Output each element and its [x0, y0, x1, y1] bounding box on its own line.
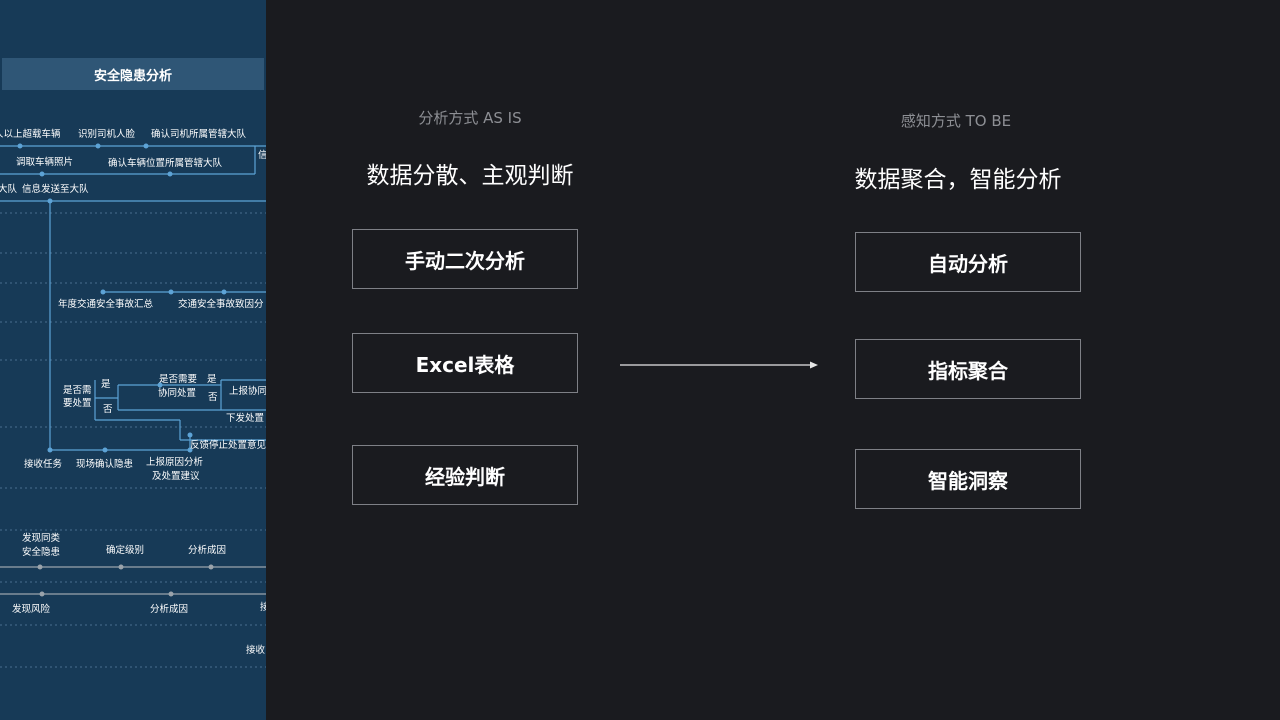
flow-label: 及处置建议	[152, 471, 200, 482]
flow-label: 分析成因	[188, 545, 227, 556]
flow-label: 现场确认隐患	[76, 459, 134, 470]
flow-label: 接收任务	[24, 459, 63, 470]
flow-label: 上报原因分析	[146, 457, 204, 468]
flow-label: 发现风险	[12, 604, 51, 615]
flow-label: 协同处置	[158, 388, 197, 399]
as-is-item-experience: 经验判断	[352, 445, 578, 505]
flow-label: 否	[103, 404, 113, 415]
flow-label: 是	[207, 374, 217, 385]
as-is-item-manual-analysis: 手动二次分析	[352, 229, 578, 289]
flow-label: 下发处置	[226, 413, 265, 424]
panel-header: 安全隐患分析	[2, 58, 264, 90]
flow-lines	[0, 143, 266, 668]
flow-label: 安全隐患	[22, 547, 61, 558]
transition-arrow	[620, 361, 818, 369]
to-be-item-smart-insight: 智能洞察	[855, 449, 1081, 509]
as-is-title: 数据分散、主观判断	[366, 163, 574, 189]
flow-label: 接	[260, 602, 266, 613]
flow-label: 否	[208, 392, 218, 403]
to-be-item-metric-aggregation: 指标聚合	[855, 339, 1081, 399]
flow-label: 发现同类	[22, 533, 61, 544]
flow-label: 信	[258, 150, 266, 161]
flow-label: 反馈停止处置意见	[190, 440, 266, 451]
flow-label: 接收	[246, 645, 266, 656]
flow-label: 是否需	[63, 385, 92, 396]
flow-label: 年度交通安全事故汇总	[58, 299, 154, 310]
flow-label: 识别司机人脸	[78, 129, 136, 140]
flow-label: 确认司机所属管辖大队	[151, 129, 247, 140]
flow-label: 大队	[0, 184, 18, 195]
flow-label: 上报协同	[229, 386, 266, 397]
to-be-subtitle: 感知方式 TO BE	[900, 112, 1012, 130]
flow-label: 交通安全事故致因分	[178, 299, 264, 310]
flow-label: 人以上超载车辆	[0, 129, 61, 140]
flow-label: 是	[101, 379, 111, 390]
flow-label: 是否需要	[159, 374, 198, 385]
to-be-title: 数据聚合，智能分析	[854, 167, 1062, 193]
as-is-item-excel: Excel表格	[352, 333, 578, 393]
process-flow-panel: 安全隐患分析	[0, 0, 266, 720]
to-be-item-auto-analysis: 自动分析	[855, 232, 1081, 292]
flow-label: 信息发送至大队	[22, 184, 89, 195]
as-is-subtitle: 分析方式 AS IS	[418, 109, 522, 127]
flow-label: 要处置	[63, 398, 92, 409]
flow-label: 调取车辆照片	[16, 157, 74, 168]
flow-label: 确认车辆位置所属管辖大队	[108, 158, 223, 169]
flow-label: 分析成因	[150, 604, 189, 615]
flow-label: 确定级别	[106, 545, 145, 556]
